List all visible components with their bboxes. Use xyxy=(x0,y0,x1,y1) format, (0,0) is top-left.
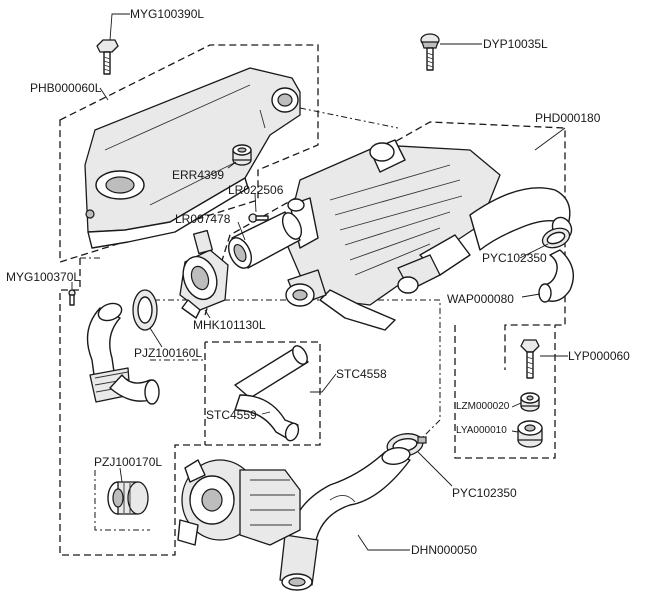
leader-err4399 xyxy=(227,161,237,169)
label-pyc102350-bottom: PYC102350 xyxy=(452,486,517,500)
screw-lr022506 xyxy=(248,213,269,223)
label-wap000080: WAP000080 xyxy=(447,292,514,306)
label-pzj100170l: PZJ100170L xyxy=(94,455,163,469)
label-lyp000060: LYP000060 xyxy=(568,349,630,363)
leader-lya000010 xyxy=(511,430,519,433)
leader-pzj100170l xyxy=(119,467,123,483)
clamp-pyc102350-top xyxy=(541,227,571,249)
hose-pipe-left xyxy=(86,302,160,405)
leader-lr022506 xyxy=(254,193,257,213)
label-stc4558: STC4558 xyxy=(336,367,387,381)
leader-pyc102350-bottom xyxy=(417,451,453,487)
leader-pyc102350-top xyxy=(519,243,549,259)
bush-lya000010 xyxy=(517,420,543,448)
hose-stc4558 xyxy=(234,345,309,442)
label-myg100390l: MYG100390L xyxy=(130,7,205,21)
hose-wap000080 xyxy=(538,249,574,303)
label-myg100370l: MYG100370L xyxy=(6,270,81,284)
leader-pjz100160l xyxy=(149,327,163,348)
label-err4399: ERR4399 xyxy=(172,168,225,182)
bolt-dyp10035l xyxy=(420,33,440,71)
group-outline-intercooler xyxy=(204,121,566,370)
screw-myg100370l xyxy=(68,289,76,306)
seal-pjz100160l xyxy=(132,289,158,331)
leader-lzm000020 xyxy=(511,402,522,408)
label-lya000010: LYA000010 xyxy=(456,425,507,436)
leader-dhn000050 xyxy=(357,534,410,551)
leader-lr007478 xyxy=(237,221,246,241)
leader-stc4559 xyxy=(261,411,271,415)
engine-cover-phb000060l xyxy=(84,67,301,249)
washer-lzm000020 xyxy=(520,392,540,412)
group-outline-mount xyxy=(454,325,556,459)
label-dhn000050: DHN000050 xyxy=(411,543,478,557)
dash-link-5 xyxy=(94,470,150,531)
label-lzm000020: LZM000020 xyxy=(456,401,510,412)
leader-phd000180 xyxy=(534,127,566,151)
bolt-myg100390l xyxy=(96,39,119,75)
leader-phb000060l xyxy=(99,87,109,101)
label-phb000060l: PHB000060L xyxy=(30,81,102,95)
label-pjz100160l: PJZ100160L xyxy=(134,346,203,360)
label-lr022506: LR022506 xyxy=(228,183,284,197)
label-dyp10035l: DYP10035L xyxy=(483,37,548,51)
leader-wap000080 xyxy=(521,293,541,298)
valve-mhk101130l xyxy=(179,229,229,319)
label-lr007478: LR007478 xyxy=(175,212,231,226)
leader-mhk101130l xyxy=(204,309,211,319)
label-phd000180: PHD000180 xyxy=(535,111,601,125)
label-mhk101130l: MHK101130L xyxy=(193,318,266,332)
label-pyc102350-top: PYC102350 xyxy=(482,251,547,265)
intercooler-phd000180 xyxy=(284,139,573,331)
label-stc4559: STC4559 xyxy=(206,408,257,422)
turbocharger xyxy=(177,459,301,546)
group-outline-cover xyxy=(59,44,319,263)
dash-link-1 xyxy=(299,107,399,129)
grommet-err4399 xyxy=(232,144,252,166)
leader-myg100390l xyxy=(109,13,130,41)
pipe-lr007478 xyxy=(227,211,303,269)
bolt-lyp000060 xyxy=(520,339,540,379)
hose-dhn000050 xyxy=(279,447,411,591)
adaptor-pzj100170l xyxy=(107,481,149,515)
leader-stc4558 xyxy=(310,373,337,393)
